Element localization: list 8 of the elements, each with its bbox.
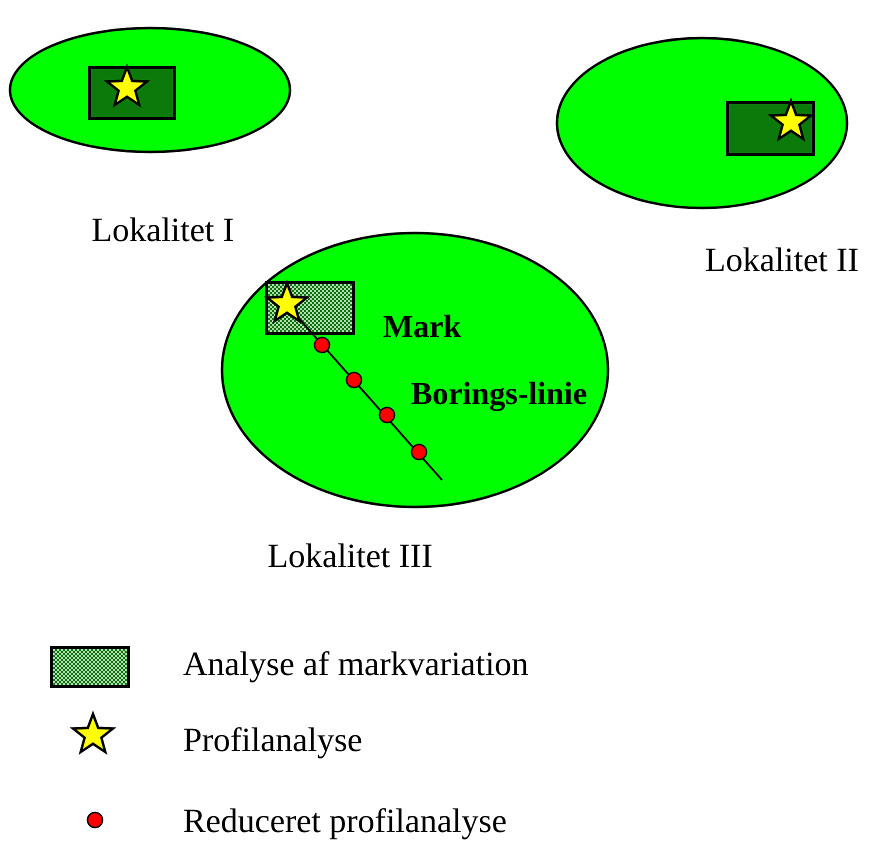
annotation-label: Borings-linie [411,377,588,409]
legend-label: Analyse af markvariation [183,648,529,682]
legend-label: Profilanalyse [183,724,362,758]
legend-label: Reduceret profilanalyse [183,805,507,839]
site-label: Lokalitet III [268,540,433,574]
site-label: Lokalitet II [705,244,859,278]
site-label: Lokalitet I [92,214,234,248]
annotation-label: Mark [383,310,462,342]
